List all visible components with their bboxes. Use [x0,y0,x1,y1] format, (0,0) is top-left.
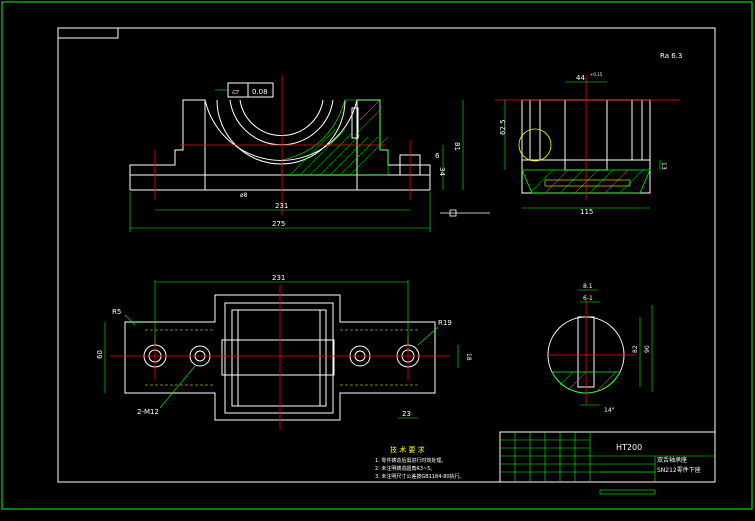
front-dim-6: 6 [435,152,440,160]
technical-notes: 技 术 要 求 1. 零件铸造后需进行时效处理。 2. 未注明铸造圆角R3~5。… [375,445,465,480]
front-oil-hole [351,107,359,139]
side-dim-115: 115 [580,208,593,216]
top-dim-r19: R19 [438,319,452,327]
title-material: HT200 [616,443,642,452]
top-dim-m12: 2-M12 [137,408,159,416]
title-block: HT200 双舌轴承座 SN212零件下座 [499,431,716,495]
drawing-number-box [57,27,119,39]
side-view: 44 +0.15 62.5 115 13 [495,72,680,216]
flatness-symbol: ▱ [232,87,239,97]
top-dim-23: 23 [402,410,411,418]
notes-title: 技 术 要 求 [390,445,425,454]
front-dim-hole: ø8 [240,192,248,199]
front-bore-inner [229,99,334,146]
section-dim-8-1: 8.1 [583,283,593,290]
section-hatch [551,371,621,394]
front-base-outline [129,99,206,190]
side-dim-13: 13 [660,162,667,170]
side-hatch-base [521,169,651,194]
side-detail-circle [518,128,552,162]
side-dim-62-5: 62.5 [499,119,507,135]
front-dim-34: 34 [438,167,446,176]
front-dim-275: 275 [272,220,285,228]
section-view: 8.1 6-1 82 90 14° [547,283,653,414]
title-part-name-1: 双舌轴承座 [657,456,687,464]
section-dim-82: 82 [632,345,639,353]
top-view: 231 R5 60 R19 18 2-M12 23 [96,274,472,430]
notes-line-3: 3. 未注明尺寸公差按GB1184-80执行。 [375,473,465,480]
front-bore-outer [204,99,358,161]
top-dim-60: 60 [96,350,104,359]
side-dim-44: 44 [576,74,585,82]
drawing-frame [57,27,716,483]
top-outline [124,294,436,421]
front-dim-81: 81 [453,142,461,151]
front-section-hatch [281,99,389,176]
section-dim-90: 90 [644,345,651,353]
section-dim-6-1: 6-1 [583,295,593,302]
front-dim-231: 231 [275,202,288,210]
top-dim-231: 231 [272,274,285,282]
top-center-block [221,339,335,376]
front-bore-mid [216,99,346,165]
notes-line-1: 1. 零件铸造后需进行时效处理。 [375,457,446,464]
top-dim-18: 18 [465,353,472,361]
roughness-mark: Ra 6.3 [660,52,682,60]
side-dim-44-tol: +0.15 [590,72,603,77]
notes-line-2: 2. 未注明铸造圆角R3~5。 [375,465,435,472]
flatness-value: 0.08 [252,88,268,96]
front-view: ▱ 0.08 231 275 81 34 6 ø8 [129,75,490,232]
title-part-name-2: SN212零件下座 [657,466,701,474]
outer-border [1,1,753,510]
top-dim-r5: R5 [112,308,121,316]
section-dim-14: 14° [604,407,615,414]
